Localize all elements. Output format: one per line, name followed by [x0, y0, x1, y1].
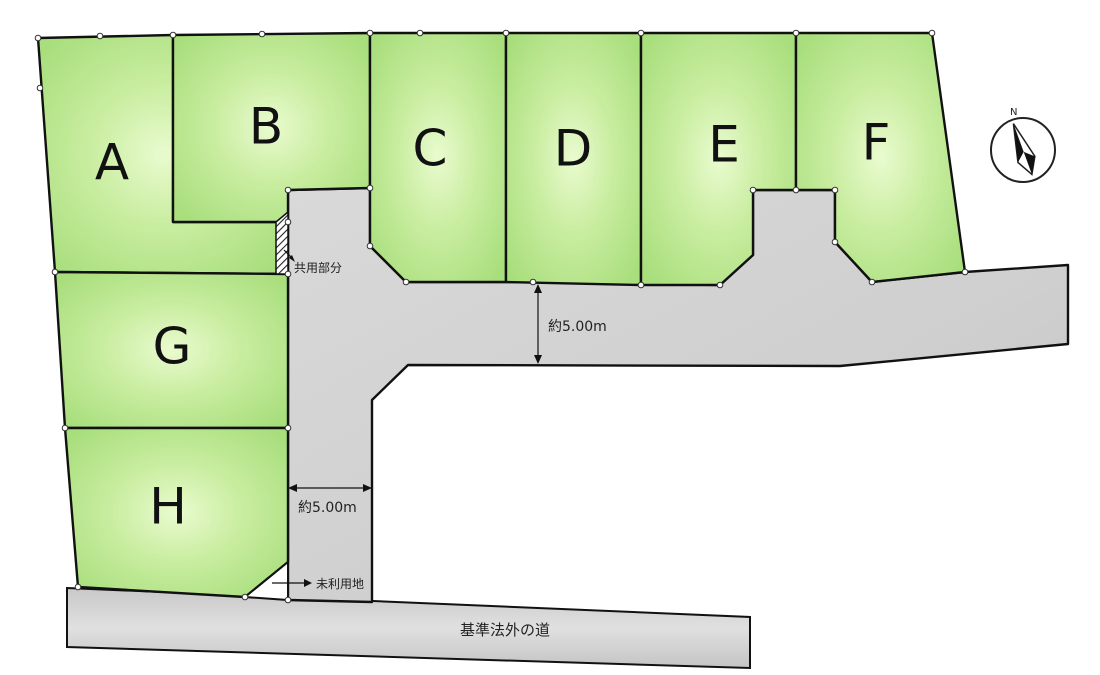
unused-land	[242, 559, 289, 602]
lot-a-label: A	[95, 134, 129, 192]
common-area-callout	[283, 249, 295, 262]
boundary-markers	[34, 29, 969, 604]
road-width-label-horizontal: 約5.00m	[548, 319, 607, 335]
lot-g-label: G	[153, 318, 192, 376]
lot-f-label: F	[862, 114, 891, 172]
north-arrow-icon	[990, 117, 1056, 183]
road-width-label-vertical: 約5.00m	[298, 500, 357, 516]
lot-h-label: H	[149, 478, 187, 536]
external-road	[66, 586, 751, 670]
unused-land-callout	[272, 579, 312, 587]
unused-land-label: 未利用地	[316, 577, 364, 591]
north-label: N	[1010, 107, 1017, 118]
common-area-label: 共用部分	[294, 260, 342, 275]
lot-d-label: D	[554, 120, 593, 178]
road-width-dimension-vertical	[288, 484, 372, 492]
lot-c[interactable]	[368, 31, 508, 284]
road-width-dimension-horizontal	[534, 284, 542, 364]
lot-e-label: E	[708, 116, 740, 174]
lot-c-label: C	[413, 120, 448, 178]
lot-b-label: B	[249, 98, 283, 156]
external-road-label: 基準法外の道	[460, 621, 550, 639]
lot-f[interactable]	[794, 31, 967, 284]
